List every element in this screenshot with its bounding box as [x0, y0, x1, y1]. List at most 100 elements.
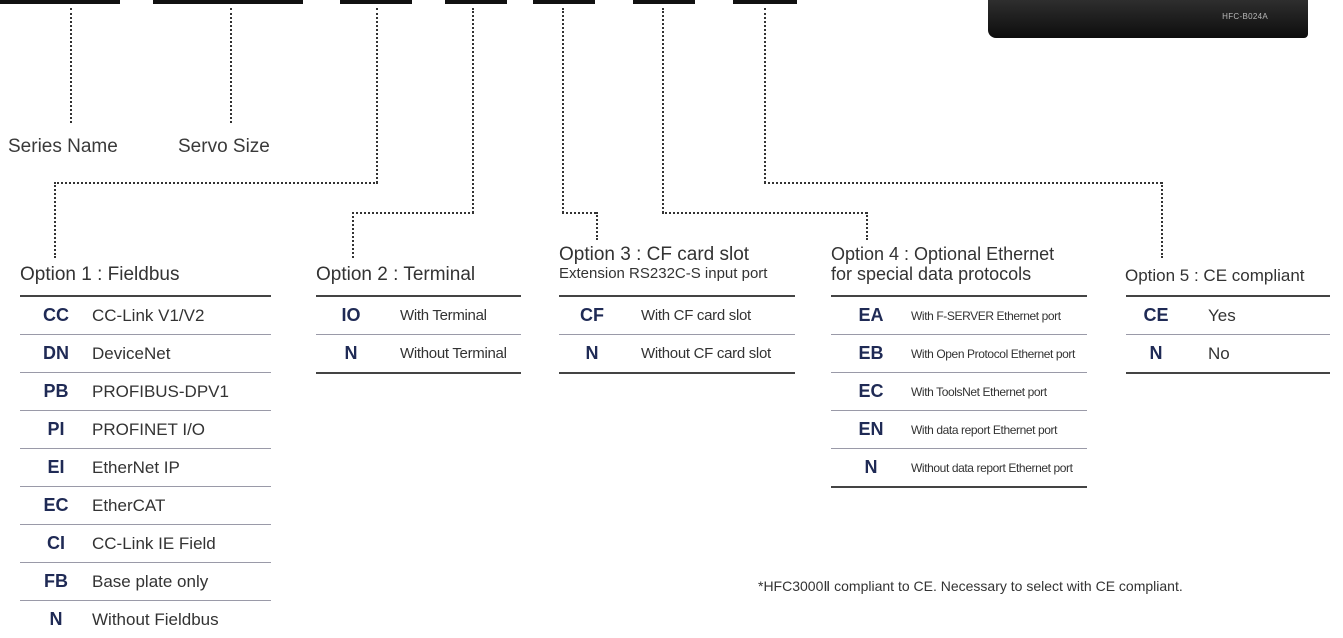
desc-cell: Yes	[1208, 305, 1236, 325]
option4-title: Option 4 : Optional Ethernet	[831, 244, 1055, 264]
connector-option2-a	[472, 8, 474, 213]
connector-option2-c	[352, 212, 354, 258]
table-row: FB Base plate only	[20, 563, 271, 601]
option1-title: Option 1 : Fieldbus	[20, 264, 180, 285]
desc-cell: CC-Link V1/V2	[92, 305, 205, 325]
desc-cell: EtherCAT	[92, 495, 166, 515]
code-cell: EC	[858, 381, 884, 401]
desc-cell: Base plate only	[92, 571, 209, 591]
option3-table: CF With CF card slot N Without CF card slo…	[559, 295, 795, 374]
connector-series	[70, 8, 72, 123]
table-row: N No	[1126, 335, 1330, 374]
desc-cell: With ToolsNet Ethernet port	[911, 384, 1047, 399]
desc-cell: Without Terminal	[400, 345, 507, 362]
connector-option1-c	[54, 182, 56, 258]
code-box-option2	[445, 0, 507, 4]
table-row: N Without Fieldbus	[20, 601, 271, 638]
ce-footnote: *HFC3000Ⅱ compliant to CE. Necessary to …	[758, 578, 1183, 594]
table-row: N Without Terminal	[316, 335, 521, 374]
option3-title: Option 3 : CF card slot	[559, 244, 750, 265]
table-row: PI PROFINET I/O	[20, 411, 271, 449]
code-cell: EN	[858, 419, 884, 439]
code-cell: N	[49, 609, 63, 629]
desc-cell: PROFINET I/O	[92, 419, 206, 439]
code-box-option3	[533, 0, 595, 4]
code-box-option1	[340, 0, 412, 4]
code-cell: DN	[43, 343, 69, 363]
connector-servo-size	[230, 8, 232, 123]
desc-cell: DeviceNet	[92, 343, 171, 363]
desc-cell: Without Fieldbus	[92, 609, 219, 629]
table-row: EA With F-SERVER Ethernet port	[831, 295, 1087, 335]
device-model-label: HFC-B024A	[1222, 12, 1268, 21]
table-row: N Without data report Ethernet port	[831, 449, 1087, 488]
option5-table: CE Yes N No	[1126, 295, 1330, 374]
code-cell: CC	[43, 305, 69, 325]
connector-option4-a	[662, 8, 664, 213]
controller-device-image: HFC-B024A	[988, 0, 1308, 38]
code-box-servo-size	[153, 0, 303, 4]
desc-cell: With Terminal	[400, 307, 487, 324]
code-cell: PB	[43, 381, 69, 401]
desc-cell: With CF card slot	[641, 307, 751, 324]
code-box-series	[0, 0, 120, 4]
table-row: IO With Terminal	[316, 295, 521, 335]
connector-option3-b	[562, 212, 596, 214]
desc-cell: No	[1208, 343, 1230, 363]
desc-cell: Without CF card slot	[641, 345, 771, 362]
option5-title: Option 5 : CE compliant	[1125, 266, 1305, 285]
table-row: EN With data report Ethernet port	[831, 411, 1087, 449]
connector-option4-b	[662, 212, 867, 214]
code-cell: N	[344, 343, 358, 363]
connector-option4-c	[866, 212, 868, 240]
code-cell: IO	[341, 305, 361, 325]
table-row: EC With ToolsNet Ethernet port	[831, 373, 1087, 411]
table-row: EC EtherCAT	[20, 487, 271, 525]
code-cell: PI	[47, 419, 65, 439]
desc-cell: PROFIBUS-DPV1	[92, 381, 229, 401]
table-row: CF With CF card slot	[559, 295, 795, 335]
code-cell: N	[1149, 343, 1163, 363]
connector-option1-b	[54, 182, 378, 184]
code-cell: FB	[44, 571, 68, 591]
code-cell: EA	[858, 305, 884, 325]
option2-table: IO With Terminal N Without Terminal	[316, 295, 521, 374]
table-row: EB With Open Protocol Ethernet port	[831, 335, 1087, 373]
table-row: PB PROFIBUS-DPV1	[20, 373, 271, 411]
code-cell: N	[864, 457, 878, 477]
option4-subtitle: for special data protocols	[831, 264, 1032, 284]
table-row: CE Yes	[1126, 295, 1330, 335]
code-cell: EB	[858, 343, 884, 363]
code-cell: CF	[580, 305, 604, 325]
code-cell: EC	[43, 495, 69, 515]
connector-option3-c	[596, 212, 598, 240]
table-row: DN DeviceNet	[20, 335, 271, 373]
connector-option1-a	[376, 8, 378, 183]
desc-cell: Without data report Ethernet port	[911, 460, 1073, 475]
desc-cell: CC-Link IE Field	[92, 533, 216, 553]
table-row: CC CC-Link V1/V2	[20, 295, 271, 335]
table-row: EI EtherNet IP	[20, 449, 271, 487]
connector-option3-a	[562, 8, 564, 213]
servo-size-label: Servo Size	[178, 136, 270, 157]
code-box-option4	[633, 0, 695, 4]
desc-cell: EtherNet IP	[92, 457, 180, 477]
option1-table: CC CC-Link V1/V2 DN DeviceNet PB PROFIBUS-D…	[20, 295, 271, 638]
connector-option5-b	[764, 182, 1162, 184]
desc-cell: With data report Ethernet port	[911, 422, 1058, 437]
option3-subtitle: Extension RS232C-S input port	[559, 265, 768, 282]
desc-cell: With F-SERVER Ethernet port	[911, 308, 1061, 323]
connector-option2-b	[352, 212, 474, 214]
option2-title: Option 2 : Terminal	[316, 264, 476, 285]
code-box-option5	[733, 0, 797, 4]
code-cell: EI	[47, 457, 65, 477]
option4-table: EA With F-SERVER Ethernet port EB With Ope…	[831, 295, 1087, 488]
connector-option5-c	[1161, 182, 1163, 258]
desc-cell: With Open Protocol Ethernet port	[911, 346, 1075, 361]
code-cell: N	[585, 343, 599, 363]
code-cell: CE	[1143, 305, 1169, 325]
connector-option5-a	[764, 8, 766, 183]
series-name-label: Series Name	[8, 136, 118, 157]
table-row: N Without CF card slot	[559, 335, 795, 374]
